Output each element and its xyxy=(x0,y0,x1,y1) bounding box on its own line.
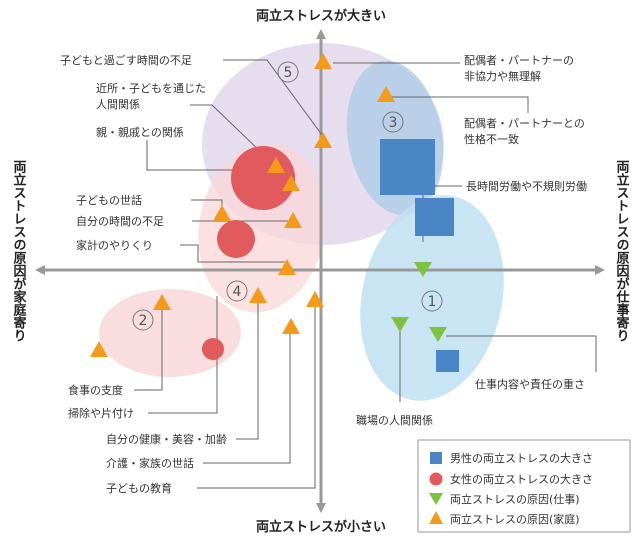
label-partner-pers-line2: 性格不一致 xyxy=(464,132,519,146)
home-marker-meals xyxy=(90,341,108,357)
male-marker-partner xyxy=(380,139,435,195)
group-2-label: 2 xyxy=(139,313,148,329)
home-marker-cleaning xyxy=(153,294,171,310)
male-marker-work-content xyxy=(436,350,459,372)
legend-male-symbol xyxy=(430,452,442,464)
label-partner-coop-line1: 配偶者・パートナーの xyxy=(464,54,574,67)
female-marker-neighborhood xyxy=(231,146,295,210)
cluster-numbers: 5 3 4 2 1 xyxy=(132,61,443,331)
female-marker-household xyxy=(217,220,255,258)
cluster-2-ellipse xyxy=(99,289,241,377)
legend-male-text: 男性の両立ストレスの大きさ xyxy=(450,451,593,465)
leader-work-content xyxy=(446,335,597,372)
label-childcare: 子どもの世話 xyxy=(76,193,142,207)
home-marker-partner-coop xyxy=(377,86,395,102)
legend-home-symbol xyxy=(429,511,443,524)
label-household: 家計のやりくり xyxy=(76,238,153,252)
work-cause-markers xyxy=(391,262,447,342)
leader-meals xyxy=(134,304,163,391)
home-marker-household xyxy=(278,259,296,275)
home-marker-relatives2 xyxy=(282,175,300,191)
legend-work-symbol xyxy=(429,493,443,505)
label-cleaning: 掃除や片付け xyxy=(68,406,134,420)
group-3-badge xyxy=(382,111,404,133)
home-marker-owntime xyxy=(284,212,302,228)
leader-nursing xyxy=(203,332,291,464)
home-marker-child-time xyxy=(314,53,332,69)
label-education: 子どもの教育 xyxy=(106,481,172,495)
axis-title-bottom: 両立ストレスが小さい xyxy=(256,519,386,535)
home-marker-neighborhood xyxy=(314,132,332,148)
group-1-label: 1 xyxy=(428,294,437,310)
label-partner-pers-line1: 配偶者・パートナーとの xyxy=(464,117,585,130)
label-health: 自分の健康・美容・加齢 xyxy=(106,432,227,446)
group-2-badge xyxy=(132,309,154,331)
axis-title-left: 両立ストレスの原因が家庭寄り xyxy=(11,160,27,342)
axis-title-right: 両立ストレスの原因が仕事寄り xyxy=(614,160,631,342)
leader-relatives xyxy=(146,140,274,171)
label-relatives: 親・親戚との関係 xyxy=(96,126,184,139)
home-marker-childcare xyxy=(213,205,231,221)
female-marker-meals xyxy=(202,338,224,360)
label-work-content: 仕事内容や責任の重さ xyxy=(475,377,585,391)
legend-home-text: 両立ストレスの原因(家庭) xyxy=(450,512,580,526)
label-partner-coop-line2: 非協力や無理解 xyxy=(464,69,541,83)
home-marker-nursing xyxy=(282,318,300,334)
leader-household xyxy=(180,244,285,263)
label-meals: 食事の支度 xyxy=(68,383,123,397)
label-neighborhood-line1: 近所・子どもを通じた xyxy=(96,82,206,95)
home-marker-relatives xyxy=(267,157,285,173)
work-marker-workplace xyxy=(391,317,409,332)
label-workplace: 職場の人間関係 xyxy=(356,414,433,427)
group-4-label: 4 xyxy=(233,284,242,300)
legend-box xyxy=(417,439,631,533)
legend-female-text: 女性の両立ストレスの大きさ xyxy=(450,472,593,486)
legend: 男性の両立ストレスの大きさ 女性の両立ストレスの大きさ 両立ストレスの原因(仕事… xyxy=(417,439,631,533)
work-marker-long-hours xyxy=(414,262,432,277)
work-marker-work-content xyxy=(429,327,447,342)
legend-work-text: 両立ストレスの原因(仕事) xyxy=(450,492,580,506)
group-5-badge xyxy=(277,61,299,83)
group-1-badge xyxy=(421,290,443,312)
leader-health xyxy=(236,302,259,440)
home-marker-education xyxy=(306,291,324,307)
label-nursing: 介護・家族の世話 xyxy=(106,456,194,470)
leader-cleaning xyxy=(148,296,218,414)
group-5-label: 5 xyxy=(284,65,293,81)
male-marker-long-hours xyxy=(415,198,454,236)
group-3-label: 3 xyxy=(389,115,398,131)
label-child-time-shortage: 子どもと過ごす時間の不足 xyxy=(60,53,192,67)
leader-child-time xyxy=(223,59,323,136)
home-cause-markers xyxy=(90,53,395,357)
leader-partner-pers xyxy=(389,96,529,113)
group-4-badge xyxy=(226,280,248,302)
leader-education xyxy=(197,304,316,489)
axis-title-top: 両立ストレスが大きい xyxy=(256,8,386,24)
label-neighborhood-line2: 人間関係 xyxy=(96,98,140,111)
legend-female-symbol xyxy=(429,472,443,486)
label-long-hours: 長時間労働や不規則労働 xyxy=(466,179,587,193)
home-marker-health xyxy=(249,287,267,303)
cluster-1-ellipse xyxy=(360,195,504,401)
label-own-time: 自分の時間の不足 xyxy=(76,215,164,228)
